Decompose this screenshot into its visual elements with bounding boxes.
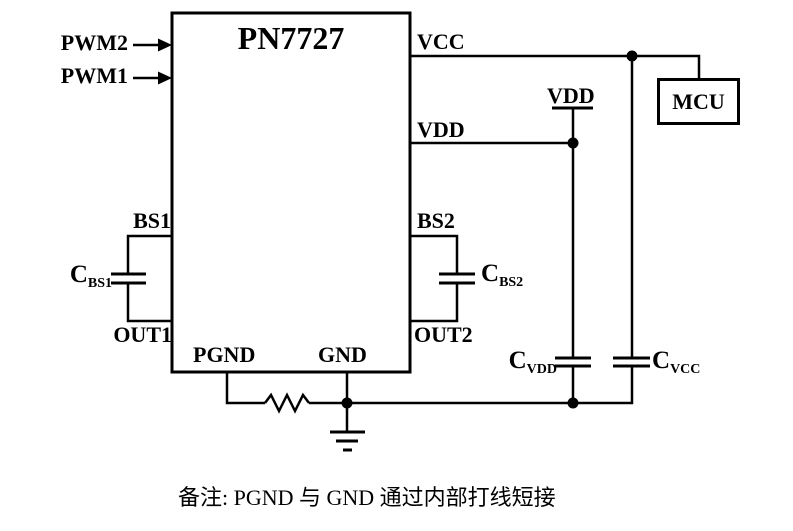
- mcu-label: MCU: [672, 88, 725, 114]
- cvdd-symbol: C: [508, 347, 527, 374]
- pin-label-pwm2: PWM2: [60, 30, 128, 55]
- pin-label-bs2: BS2: [417, 208, 455, 233]
- mcu-block: MCU: [657, 78, 740, 125]
- ic-title: PN7727: [237, 20, 345, 56]
- out1-wire: [126, 283, 173, 323]
- bs1-wire: [126, 234, 173, 274]
- vcc-wire: [409, 54, 701, 79]
- cbs1-label: CBS1: [70, 262, 112, 296]
- footnote: 备注: PGND 与 GND 通过内部打线短接: [178, 485, 556, 510]
- pin-label-out1: OUT1: [113, 322, 172, 347]
- cbs1-symbol: C: [69, 261, 88, 288]
- cbs2-symbol: C: [481, 260, 500, 287]
- resistor-pgnd-gnd: [264, 392, 310, 414]
- cbs2-subscript: BS2: [499, 275, 524, 290]
- ic-body-outline: [170, 11, 412, 374]
- cbs2-label: CBS2: [481, 261, 523, 295]
- cvcc-subscript: VCC: [670, 362, 701, 377]
- vdd-junction-dot: [567, 137, 579, 149]
- pin-label-vcc: VCC: [417, 29, 465, 54]
- bs2-wire: [409, 234, 459, 274]
- gnd-junction-dot: [341, 397, 353, 409]
- cvdd-junction-dot: [567, 397, 579, 409]
- pgnd-wire: [225, 372, 265, 405]
- out2-wire: [409, 283, 459, 323]
- pwm2-arrowhead-icon: [158, 38, 172, 52]
- pin-label-bs1: BS1: [133, 208, 171, 233]
- cvcc-label: CVCC: [652, 348, 700, 382]
- cbs1-subscript: BS1: [87, 276, 112, 291]
- pin-label-pgnd: PGND: [193, 342, 256, 367]
- pwm1-arrowhead-icon: [158, 71, 172, 85]
- vcc-junction-dot: [626, 50, 638, 62]
- cvdd-subscript: VDD: [526, 362, 557, 377]
- vdd-supply-label: VDD: [547, 83, 595, 108]
- pin-label-vdd: VDD: [417, 117, 465, 142]
- pin-label-gnd: GND: [318, 342, 367, 367]
- pin-label-out2: OUT2: [414, 322, 473, 347]
- pin-label-pwm1: PWM1: [60, 63, 128, 88]
- cvcc-symbol: C: [652, 347, 671, 374]
- cvdd-label: CVDD: [509, 348, 557, 382]
